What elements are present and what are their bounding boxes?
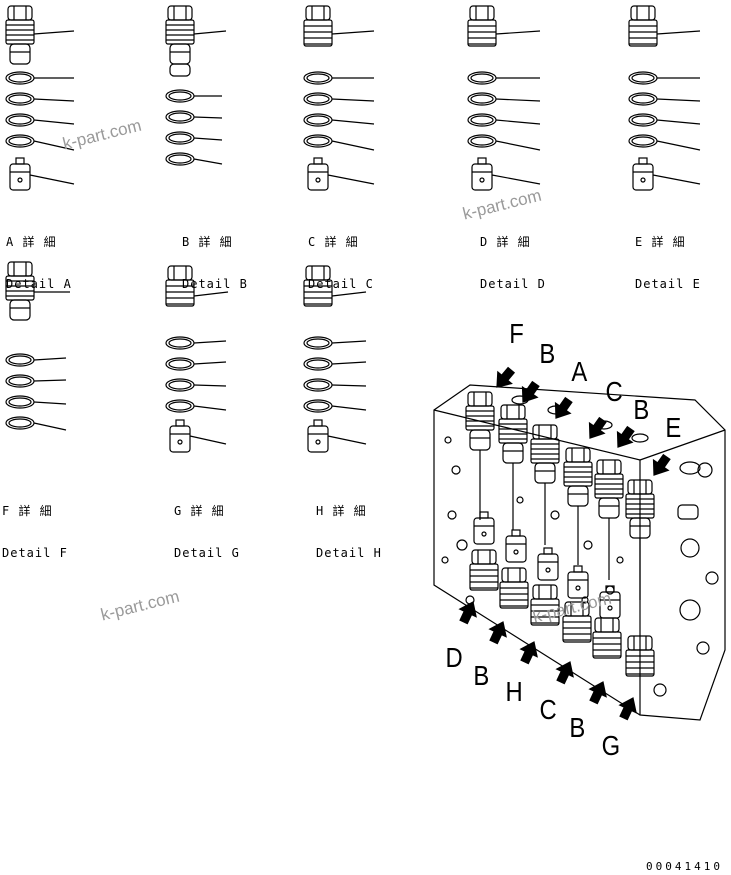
callout-top-a: A bbox=[571, 356, 588, 387]
detail-d-jp: D 詳 細 bbox=[480, 235, 531, 249]
callout-top-b: B bbox=[539, 338, 556, 369]
detail-h-jp: H 詳 細 bbox=[316, 504, 367, 518]
detail-d-en: Detail D bbox=[480, 277, 546, 291]
detail-a-label: A 詳 細 Detail A bbox=[6, 207, 72, 305]
detail-a-jp: A 詳 細 bbox=[6, 235, 57, 249]
callout-bottom-b2: B bbox=[569, 712, 586, 743]
detail-f-parts bbox=[5, 261, 70, 431]
detail-g-en: Detail G bbox=[174, 546, 240, 560]
detail-h-parts bbox=[303, 265, 367, 453]
detail-g-label: G 詳 細 Detail G bbox=[174, 476, 240, 574]
detail-b-en: Detail B bbox=[182, 277, 248, 291]
detail-h-label: H 詳 細 Detail H bbox=[316, 476, 382, 574]
detail-b-jp: B 詳 細 bbox=[182, 235, 233, 249]
callout-bottom-d: D bbox=[445, 642, 463, 673]
detail-b-parts bbox=[165, 5, 227, 166]
detail-g-parts bbox=[165, 265, 229, 453]
detail-e-parts bbox=[628, 5, 701, 191]
detail-a-en: Detail A bbox=[6, 277, 72, 291]
callout-bottom-b: B bbox=[473, 660, 490, 691]
detail-c-parts bbox=[303, 5, 375, 191]
detail-f-en: Detail F bbox=[2, 546, 68, 560]
callout-bottom-h: H bbox=[505, 676, 523, 707]
callout-bottom-c: C bbox=[539, 694, 557, 725]
callout-top-b2: B bbox=[633, 394, 650, 425]
callout-top-c: C bbox=[605, 376, 623, 407]
detail-c-en: Detail C bbox=[308, 277, 374, 291]
detail-e-label: E 詳 細 Detail E bbox=[635, 207, 701, 305]
detail-d-label: D 詳 細 Detail D bbox=[480, 207, 546, 305]
detail-b-label: B 詳 細 Detail B bbox=[182, 207, 248, 305]
detail-a-parts bbox=[5, 5, 75, 191]
callout-bottom-g: G bbox=[601, 730, 621, 761]
detail-g-jp: G 詳 細 bbox=[174, 504, 225, 518]
drawing-code: 00041410 bbox=[646, 860, 723, 873]
detail-c-jp: C 詳 細 bbox=[308, 235, 359, 249]
detail-c-label: C 詳 細 Detail C bbox=[308, 207, 374, 305]
detail-e-en: Detail E bbox=[635, 277, 701, 291]
detail-d-parts bbox=[467, 5, 541, 191]
detail-h-en: Detail H bbox=[316, 546, 382, 560]
detail-f-label: F 詳 細 Detail F bbox=[2, 476, 68, 574]
detail-f-jp: F 詳 細 bbox=[2, 504, 53, 518]
callout-top-f: F bbox=[509, 318, 524, 349]
detail-e-jp: E 詳 細 bbox=[635, 235, 686, 249]
callout-top-e: E bbox=[665, 412, 682, 443]
